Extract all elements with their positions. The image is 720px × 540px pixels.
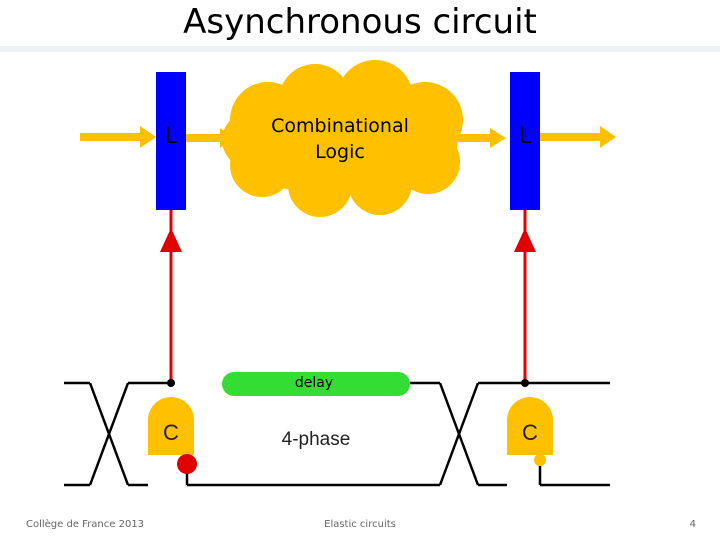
output-data-arrow: [540, 126, 616, 148]
title-divider: [0, 46, 720, 52]
right-c-bubble: [534, 454, 546, 466]
left-c-label: C: [163, 420, 179, 445]
right-enable-triangle: [514, 228, 536, 252]
right-latch-label: L: [518, 124, 532, 149]
page-number: 4: [689, 519, 696, 530]
input-data-arrow: [80, 126, 156, 148]
logic-label-line1: Combinational: [271, 115, 409, 137]
delay-label: delay: [294, 375, 334, 391]
delay-element: [222, 372, 410, 396]
protocol-label: 4-phase: [281, 429, 351, 450]
right-latch: [510, 72, 540, 210]
right-c-element: [507, 397, 553, 455]
logic-output-arrow: [455, 128, 506, 148]
logic-input-arrow: [186, 128, 234, 148]
logic-label-line2: Logic: [315, 141, 365, 163]
combinational-logic-cloud: [222, 60, 463, 217]
slide-title: Asynchronous circuit: [183, 2, 537, 42]
left-enable-triangle: [160, 228, 182, 252]
left-latch: [156, 72, 186, 210]
footer-center: Elastic circuits: [324, 519, 396, 530]
footer-left: Collège de France 2013: [26, 519, 145, 530]
right-c-label: C: [522, 420, 538, 445]
left-c-bubble: [177, 454, 197, 474]
left-c-element: [148, 397, 194, 455]
left-latch-label: L: [164, 124, 178, 149]
